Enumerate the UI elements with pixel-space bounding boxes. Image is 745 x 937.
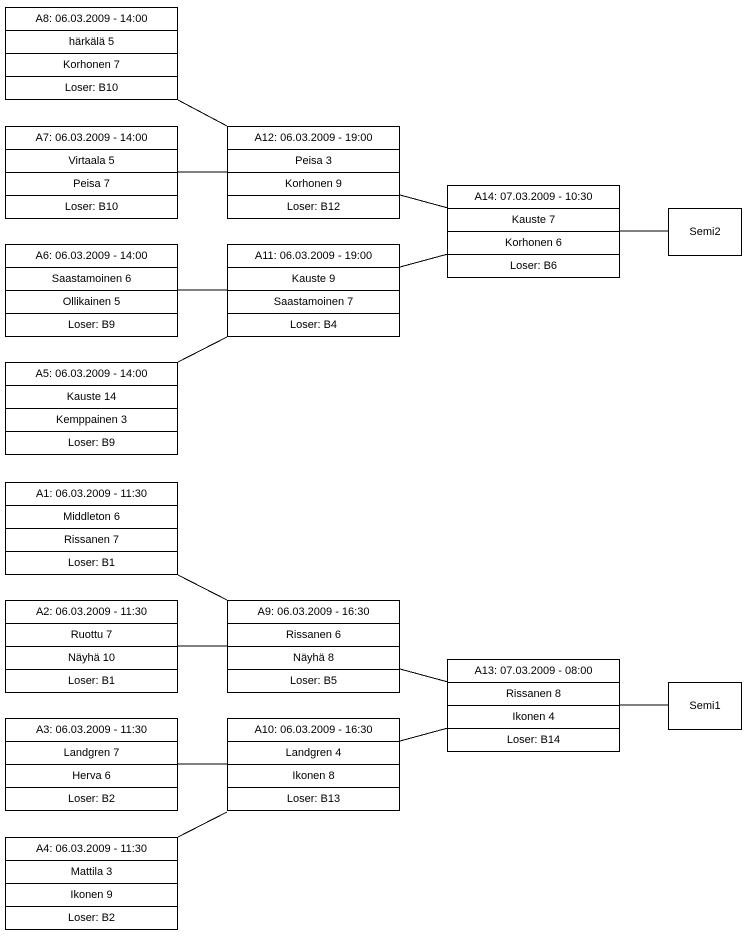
match-box-a6: A6: 06.03.2009 - 14:00 Saastamoinen 6 Ol… <box>5 244 178 337</box>
semi2-box: Semi2 <box>668 208 742 256</box>
match-loser-note: Loser: B2 <box>6 787 177 810</box>
match-box-a13: A13: 07.03.2009 - 08:00 Rissanen 8 Ikone… <box>447 659 620 752</box>
match-box-a4: A4: 06.03.2009 - 11:30 Mattila 3 Ikonen … <box>5 837 178 930</box>
match-box-a12: A12: 06.03.2009 - 19:00 Peisa 3 Korhonen… <box>227 126 400 219</box>
match-player2: Korhonen 9 <box>228 172 399 195</box>
match-player1: Kauste 7 <box>448 208 619 231</box>
match-loser-note: Loser: B10 <box>6 76 177 99</box>
match-player2: Rissanen 7 <box>6 528 177 551</box>
connector-a12-a14 <box>399 194 449 209</box>
match-header: A5: 06.03.2009 - 14:00 <box>6 363 177 385</box>
match-loser-note: Loser: B12 <box>228 195 399 218</box>
match-player1: Ruottu 7 <box>6 623 177 646</box>
match-header: A12: 06.03.2009 - 19:00 <box>228 127 399 149</box>
match-loser-note: Loser: B13 <box>228 787 399 810</box>
match-player2: Peisa 7 <box>6 172 177 195</box>
match-player1: Peisa 3 <box>228 149 399 172</box>
match-loser-note: Loser: B1 <box>6 551 177 574</box>
connector-a8-a12 <box>177 99 228 127</box>
match-loser-note: Loser: B1 <box>6 669 177 692</box>
match-loser-note: Loser: B9 <box>6 431 177 454</box>
match-loser-note: Loser: B6 <box>448 254 619 277</box>
connector-a5-a11 <box>177 336 228 363</box>
match-box-a7: A7: 06.03.2009 - 14:00 Virtaala 5 Peisa … <box>5 126 178 219</box>
match-header: A11: 06.03.2009 - 19:00 <box>228 245 399 267</box>
match-player2: Näyhä 8 <box>228 646 399 669</box>
match-player2: Korhonen 7 <box>6 53 177 76</box>
match-player1: Landgren 7 <box>6 741 177 764</box>
match-header: A7: 06.03.2009 - 14:00 <box>6 127 177 149</box>
match-box-a1: A1: 06.03.2009 - 11:30 Middleton 6 Rissa… <box>5 482 178 575</box>
match-header: A13: 07.03.2009 - 08:00 <box>448 660 619 682</box>
match-header: A3: 06.03.2009 - 11:30 <box>6 719 177 741</box>
match-header: A2: 06.03.2009 - 11:30 <box>6 601 177 623</box>
connector-a1-a9 <box>177 574 228 601</box>
match-box-a9: A9: 06.03.2009 - 16:30 Rissanen 6 Näyhä … <box>227 600 400 693</box>
match-header: A9: 06.03.2009 - 16:30 <box>228 601 399 623</box>
match-box-a5: A5: 06.03.2009 - 14:00 Kauste 14 Kemppai… <box>5 362 178 455</box>
match-loser-note: Loser: B14 <box>448 728 619 751</box>
semi1-box: Semi1 <box>668 682 742 730</box>
match-player2: Ollikainen 5 <box>6 290 177 313</box>
match-header: A1: 06.03.2009 - 11:30 <box>6 483 177 505</box>
match-loser-note: Loser: B9 <box>6 313 177 336</box>
match-header: A8: 06.03.2009 - 14:00 <box>6 8 177 30</box>
match-player2: Kemppainen 3 <box>6 408 177 431</box>
match-box-a8: A8: 06.03.2009 - 14:00 härkälä 5 Korhone… <box>5 7 178 100</box>
connector-a4-a10 <box>177 811 228 838</box>
match-player2: Näyhä 10 <box>6 646 177 669</box>
match-player2: Saastamoinen 7 <box>228 290 399 313</box>
match-player1: Middleton 6 <box>6 505 177 528</box>
semi1-label: Semi1 <box>689 700 721 712</box>
match-player2: Herva 6 <box>6 764 177 787</box>
match-box-a14: A14: 07.03.2009 - 10:30 Kauste 7 Korhone… <box>447 185 620 278</box>
match-player1: Landgren 4 <box>228 741 399 764</box>
match-loser-note: Loser: B10 <box>6 195 177 218</box>
match-player1: Rissanen 8 <box>448 682 619 705</box>
match-player1: Rissanen 6 <box>228 623 399 646</box>
match-loser-note: Loser: B2 <box>6 906 177 929</box>
match-player1: härkälä 5 <box>6 30 177 53</box>
semi2-label: Semi2 <box>689 226 721 238</box>
match-box-a10: A10: 06.03.2009 - 16:30 Landgren 4 Ikone… <box>227 718 400 811</box>
connector-a9-a13 <box>399 668 449 683</box>
match-loser-note: Loser: B5 <box>228 669 399 692</box>
connector-a11-a14 <box>399 253 449 268</box>
match-player2: Ikonen 4 <box>448 705 619 728</box>
match-player2: Ikonen 8 <box>228 764 399 787</box>
match-player1: Kauste 14 <box>6 385 177 408</box>
match-player1: Saastamoinen 6 <box>6 267 177 290</box>
match-player1: Kauste 9 <box>228 267 399 290</box>
match-header: A6: 06.03.2009 - 14:00 <box>6 245 177 267</box>
match-player2: Ikonen 9 <box>6 883 177 906</box>
match-box-a3: A3: 06.03.2009 - 11:30 Landgren 7 Herva … <box>5 718 178 811</box>
match-box-a11: A11: 06.03.2009 - 19:00 Kauste 9 Saastam… <box>227 244 400 337</box>
match-loser-note: Loser: B4 <box>228 313 399 336</box>
match-header: A10: 06.03.2009 - 16:30 <box>228 719 399 741</box>
match-box-a2: A2: 06.03.2009 - 11:30 Ruottu 7 Näyhä 10… <box>5 600 178 693</box>
match-header: A14: 07.03.2009 - 10:30 <box>448 186 619 208</box>
connector-a10-a13 <box>399 727 449 742</box>
match-player1: Virtaala 5 <box>6 149 177 172</box>
match-player1: Mattila 3 <box>6 860 177 883</box>
match-player2: Korhonen 6 <box>448 231 619 254</box>
match-header: A4: 06.03.2009 - 11:30 <box>6 838 177 860</box>
